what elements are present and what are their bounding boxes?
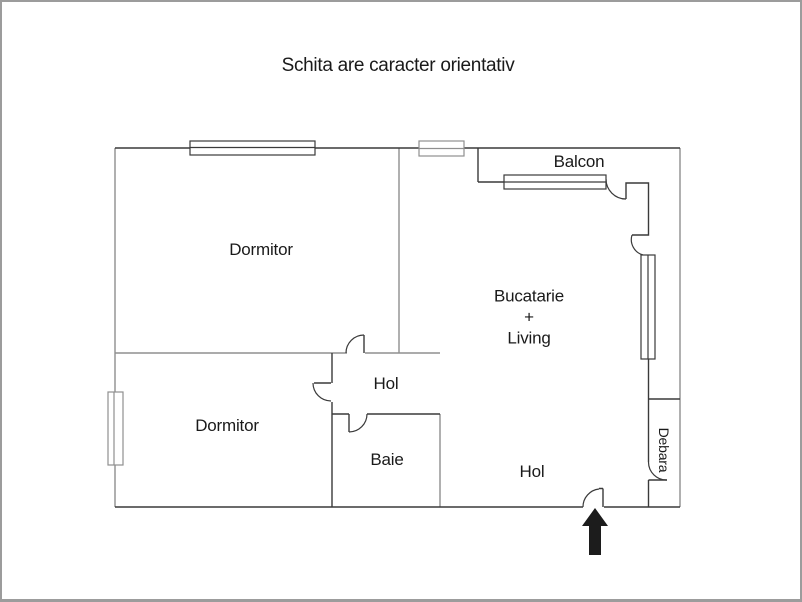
door-arcs — [312, 178, 668, 508]
room-label-baie: Baie — [370, 450, 404, 469]
windows — [107, 140, 656, 466]
room-label-bucatarie-living: Bucatarie + Living — [494, 286, 564, 349]
window-dormitor-top — [189, 140, 316, 156]
door-arc-balcony-lower — [630, 234, 644, 256]
room-label-dormitor-bottom: Dormitor — [195, 416, 259, 435]
room-label-hol-top: Hol — [373, 374, 399, 393]
door-arc-baie — [348, 413, 368, 433]
door-jamb-entrance — [599, 487, 604, 507]
door-arc-dormitor-bottom — [312, 382, 332, 402]
window-balcony — [503, 174, 607, 190]
room-label-bucatarie-line1: Bucatarie — [493, 286, 565, 306]
door-arc-debara — [647, 461, 668, 481]
room-label-bucatarie-line2: + — [524, 307, 534, 327]
door-arc-dormitor-top — [345, 334, 365, 354]
room-label-hol-bottom: Hol — [519, 462, 545, 481]
room-label-balcon: Balcon — [553, 152, 605, 171]
diagram-title: Schita are caracter orientativ — [281, 55, 515, 76]
window-bucatarie-top — [418, 140, 465, 157]
door-arc-balcony — [605, 178, 627, 200]
room-label-debara: Debara — [656, 427, 672, 473]
room-label-dormitor-top: Dormitor — [229, 240, 293, 259]
window-dormitor-bottom-left — [107, 391, 124, 466]
wall-balcony-right-step — [625, 182, 650, 236]
entrance-arrow-icon — [582, 508, 608, 555]
window-bucatarie-right — [640, 254, 656, 360]
room-label-bucatarie-line3: Living — [507, 328, 551, 348]
door-arc-entrance — [582, 488, 600, 508]
